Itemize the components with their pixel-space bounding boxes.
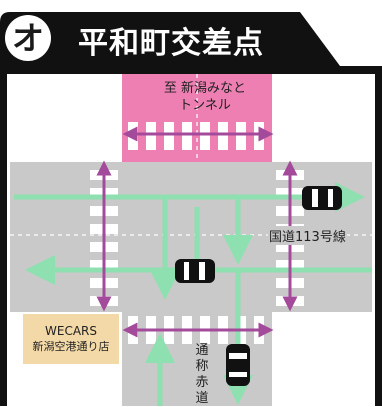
katakana-o-badge-icon: オ xyxy=(5,15,51,61)
crosswalk-arrows xyxy=(96,126,298,338)
tunnel-direction-label: 至 新潟みなと トンネル xyxy=(150,80,260,114)
car-icon xyxy=(226,344,250,386)
car-icon xyxy=(175,259,215,283)
tunnel-label-line1: 至 新潟みなと xyxy=(163,81,247,96)
shop-branch: 新潟空港通り店 xyxy=(32,340,110,353)
center-lines xyxy=(10,74,372,236)
frame-border xyxy=(0,66,382,406)
tunnel-label-line2: トンネル xyxy=(179,98,231,113)
car-icon xyxy=(302,186,342,210)
route-label: 国道113号線 xyxy=(268,226,347,245)
header: オ 平和町交差点 xyxy=(0,0,382,74)
shop-name: WECARS xyxy=(45,324,97,338)
vertical-road-label: 通称赤道 xyxy=(195,343,209,406)
shop-location-box: WECARS 新潟空港通り店 xyxy=(23,314,119,364)
badge-letter: オ xyxy=(11,19,44,57)
page-title: 平和町交差点 xyxy=(78,26,264,61)
header-background xyxy=(0,12,382,74)
